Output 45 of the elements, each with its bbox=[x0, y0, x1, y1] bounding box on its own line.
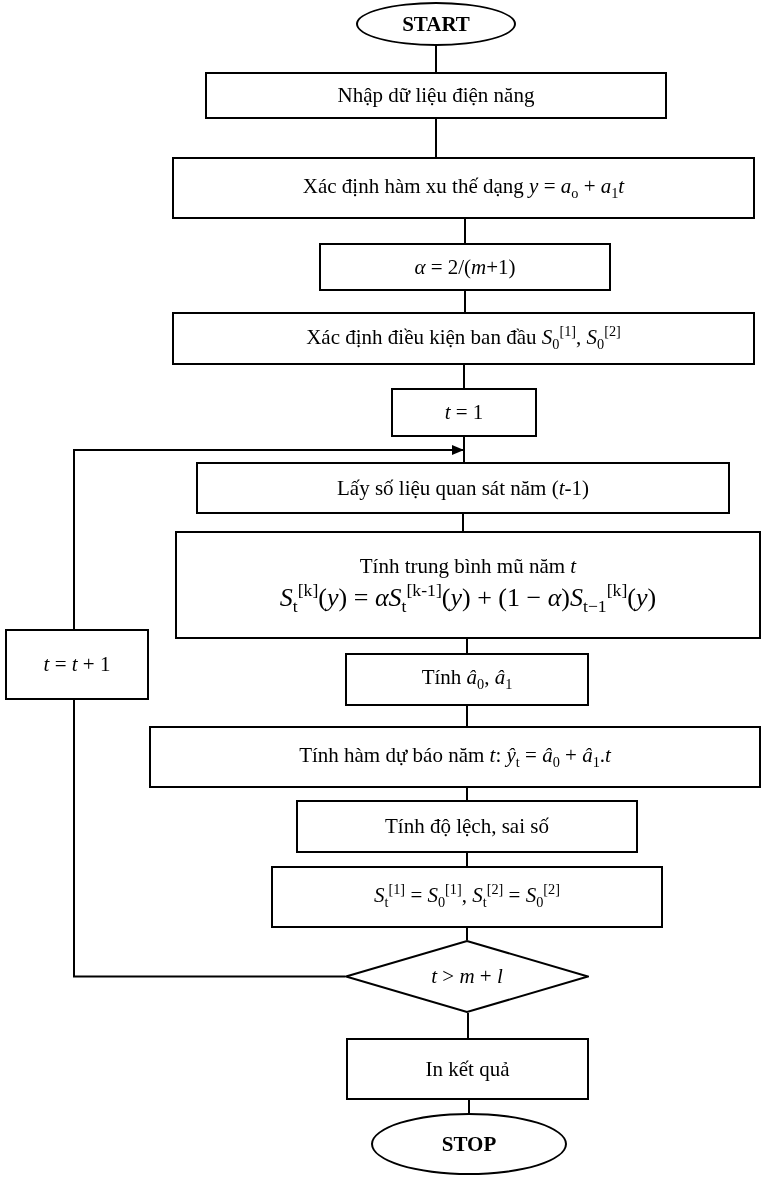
step-text: Nhập dữ liệu điện năng bbox=[337, 82, 535, 109]
process-box bbox=[175, 531, 761, 639]
step-text: Tính hàm dự báo năm t: ŷ$_{t}$ = â$_{0}$ + â$_{1}$.t bbox=[299, 742, 611, 772]
connector-line bbox=[468, 1099, 470, 1114]
step-text: t = 1 bbox=[444, 399, 484, 426]
process-box bbox=[345, 653, 589, 706]
step-text: Xác định hàm xu thế dạng y = a$_{o}$ + a$_{1}$t bbox=[302, 173, 625, 203]
connector-line bbox=[464, 290, 466, 313]
process-box bbox=[346, 1038, 589, 1100]
connector-line bbox=[435, 118, 437, 158]
process-box bbox=[205, 72, 667, 119]
step-text: Tính độ lệch, sai số bbox=[385, 813, 549, 840]
process-box bbox=[172, 312, 755, 365]
process-box bbox=[172, 157, 755, 219]
step-text: Lấy số liệu quan sát năm (t-1) bbox=[337, 474, 589, 502]
arrow bbox=[73, 445, 465, 630]
connector-line bbox=[466, 927, 468, 941]
connector-line bbox=[463, 364, 465, 389]
connector-line bbox=[463, 436, 465, 463]
process-box bbox=[391, 388, 537, 437]
process-box bbox=[5, 629, 149, 700]
process-box bbox=[149, 726, 761, 788]
step-text: Tính trung bình mũ năm t bbox=[359, 552, 577, 580]
step-text: START bbox=[402, 10, 470, 38]
connector-line bbox=[466, 705, 468, 727]
connector-line bbox=[464, 218, 466, 244]
process-box bbox=[319, 243, 611, 291]
connector-line bbox=[466, 787, 468, 801]
step-text: t > m + l bbox=[431, 963, 503, 990]
connector-line bbox=[467, 1012, 469, 1039]
step-text: t = t + 1 bbox=[43, 651, 111, 678]
connector-line bbox=[462, 513, 464, 532]
connector-line bbox=[466, 638, 468, 654]
connector-line bbox=[435, 45, 437, 73]
connector-line bbox=[466, 852, 468, 867]
step-text: STOP bbox=[441, 1130, 497, 1158]
process-box bbox=[196, 462, 730, 514]
formula-text: S$_{t}$$^{[k]}$(y) = αS$_{t}$$^{[k-1]}$(y) + (1 − α)S$_{t−1}$$^{[k]}$(y) bbox=[279, 579, 657, 618]
step-text: In kết quả bbox=[425, 1055, 510, 1083]
connector-line bbox=[73, 699, 346, 978]
step-text: α = 2/(m+1) bbox=[414, 253, 516, 281]
step-text: Tính â$_{0}$, â$_{1}$ bbox=[421, 664, 513, 695]
process-box bbox=[296, 800, 638, 853]
process-box bbox=[271, 866, 663, 928]
decision-diamond bbox=[345, 940, 589, 1013]
